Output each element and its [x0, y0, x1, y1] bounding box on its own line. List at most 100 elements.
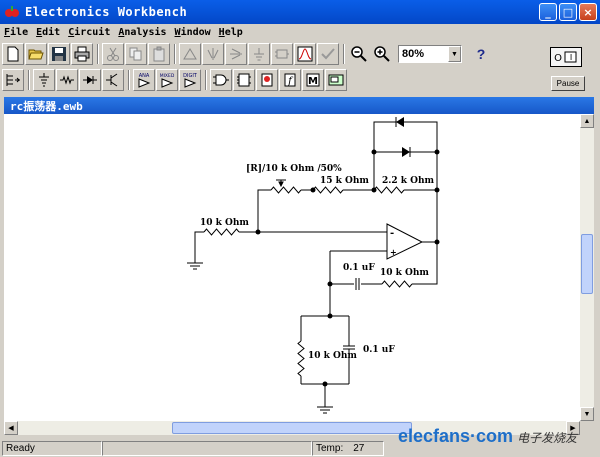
help-button[interactable]: ?: [476, 46, 486, 62]
vertical-scroll-thumb[interactable]: [581, 234, 593, 294]
parts-bin-logic-gates[interactable]: [210, 69, 232, 91]
scroll-down-icon[interactable]: ▼: [580, 407, 594, 421]
maximize-button[interactable]: □: [559, 3, 577, 21]
window-title: Electronics Workbench: [25, 5, 188, 19]
menu-help[interactable]: Help: [218, 26, 243, 38]
description-button[interactable]: [317, 43, 339, 65]
status-message: [102, 440, 312, 456]
parts-bin-controls[interactable]: f: [279, 69, 301, 91]
app-icon: [4, 4, 20, 20]
parts-bin-favorites[interactable]: [2, 69, 24, 91]
analog-ic-icon: ANA: [138, 73, 151, 88]
zoom-select[interactable]: 80% ▼: [398, 45, 462, 63]
opamp-plus-label: +: [390, 247, 397, 257]
status-bar: Ready Temp: 27: [0, 439, 600, 457]
paste-icon: [153, 46, 165, 62]
checkmark-icon: [321, 48, 335, 60]
menu-circuit[interactable]: Circuit: [68, 26, 111, 38]
zoom-in-button[interactable]: [371, 43, 393, 65]
toolbar-separator: [97, 44, 99, 64]
instruments-icon: [328, 74, 344, 86]
svg-text:f: f: [287, 76, 294, 87]
temp-label: Temp:: [316, 442, 344, 454]
svg-text:MIXED: MIXED: [160, 73, 175, 79]
status-text: Ready: [2, 440, 102, 456]
chevron-down-icon[interactable]: ▼: [448, 46, 461, 62]
parts-bin-basic[interactable]: [56, 69, 78, 91]
scroll-left-icon[interactable]: ◀: [4, 421, 18, 435]
graph-button[interactable]: [294, 43, 316, 65]
horizontal-scroll-thumb[interactable]: [172, 422, 412, 434]
graph-icon: [297, 46, 313, 62]
sources-icon: [39, 73, 49, 87]
svg-text:DIGIT: DIGIT: [183, 73, 198, 79]
toolbar-separator: [174, 44, 176, 64]
zoom-in-icon: [374, 46, 390, 62]
watermark-sub: 电子发烧友: [517, 431, 578, 445]
print-button[interactable]: [71, 43, 93, 65]
component-properties-icon: [254, 48, 264, 61]
scroll-right-icon[interactable]: ▶: [566, 421, 580, 435]
vertical-scrollbar[interactable]: ▲ ▼: [580, 114, 594, 421]
flip-vertical-icon: [207, 48, 219, 60]
label-c-shunt: 0.1 uF: [363, 345, 395, 355]
parts-bin-mixed-ics[interactable]: MIXED: [156, 69, 178, 91]
indicator-icon: [261, 73, 273, 87]
menu-window[interactable]: Window: [174, 26, 211, 38]
mixed-ic-icon: MIXED: [160, 73, 175, 88]
parts-bin-sources[interactable]: [33, 69, 55, 91]
status-temp: Temp: 27: [312, 440, 384, 456]
scroll-up-icon[interactable]: ▲: [580, 114, 594, 128]
toolbar-separator: [343, 44, 345, 64]
document-titlebar[interactable]: rc振荡器.ewb: [4, 97, 594, 114]
menu-file[interactable]: File: [4, 26, 29, 38]
flip-vertical-button[interactable]: [202, 43, 224, 65]
parts-bin-digital[interactable]: [233, 69, 255, 91]
parts-bin-diodes[interactable]: [79, 69, 101, 91]
subcircuit-button[interactable]: [271, 43, 293, 65]
controls-icon: f: [284, 73, 296, 87]
parts-bin-miscellaneous[interactable]: M: [302, 69, 324, 91]
rotate-button[interactable]: [179, 43, 201, 65]
misc-icon: M: [306, 73, 320, 87]
zoom-out-button[interactable]: [348, 43, 370, 65]
parts-bin-digital-ics[interactable]: DIGIT: [179, 69, 201, 91]
horizontal-scrollbar[interactable]: ◀ ▶: [4, 421, 580, 435]
menu-edit[interactable]: Edit: [36, 26, 61, 38]
circuit-canvas[interactable]: [R]/10 k Ohm /50% 15 k Ohm 2.2 k Ohm 10 …: [4, 114, 580, 421]
pause-button[interactable]: Pause: [551, 76, 585, 91]
power-switch[interactable]: O I: [550, 47, 582, 67]
component-properties-button[interactable]: [248, 43, 270, 65]
save-icon: [52, 47, 66, 61]
folder-open-icon: [28, 49, 44, 60]
new-file-button[interactable]: [2, 43, 24, 65]
paste-button[interactable]: [148, 43, 170, 65]
zoom-value: 80%: [402, 48, 425, 60]
parts-bin-instruments[interactable]: [325, 69, 347, 91]
parts-bin-indicators[interactable]: [256, 69, 278, 91]
watermark: elecfans·com 电子发烧友: [398, 426, 577, 447]
flip-horizontal-button[interactable]: [225, 43, 247, 65]
copy-button[interactable]: [125, 43, 147, 65]
close-button[interactable]: ×: [579, 3, 597, 21]
menu-bar: File Edit Circuit Analysis Window Help: [0, 24, 600, 40]
toolbar-separator: [205, 70, 207, 90]
copy-icon: [129, 47, 142, 61]
standard-toolbar: 80% ▼ ?: [2, 41, 493, 67]
cut-button[interactable]: [102, 43, 124, 65]
diode-icon: [83, 76, 97, 84]
menu-analysis[interactable]: Analysis: [118, 26, 167, 38]
digital-block-icon: [237, 73, 251, 87]
label-c-series: 0.1 uF: [343, 263, 375, 273]
opamp-minus-label: -: [390, 228, 394, 239]
label-r22k: 2.2 k Ohm: [382, 176, 435, 186]
parts-bin-transistors[interactable]: [102, 69, 124, 91]
open-file-button[interactable]: [25, 43, 47, 65]
save-button[interactable]: [48, 43, 70, 65]
window-titlebar[interactable]: Electronics Workbench _ □ ×: [0, 0, 600, 24]
new-file-icon: [7, 46, 19, 62]
parts-bin-analog-ics[interactable]: ANA: [133, 69, 155, 91]
label-r15k: 15 k Ohm: [320, 176, 369, 186]
minimize-button[interactable]: _: [539, 3, 557, 21]
toolbar-separator: [128, 70, 130, 90]
